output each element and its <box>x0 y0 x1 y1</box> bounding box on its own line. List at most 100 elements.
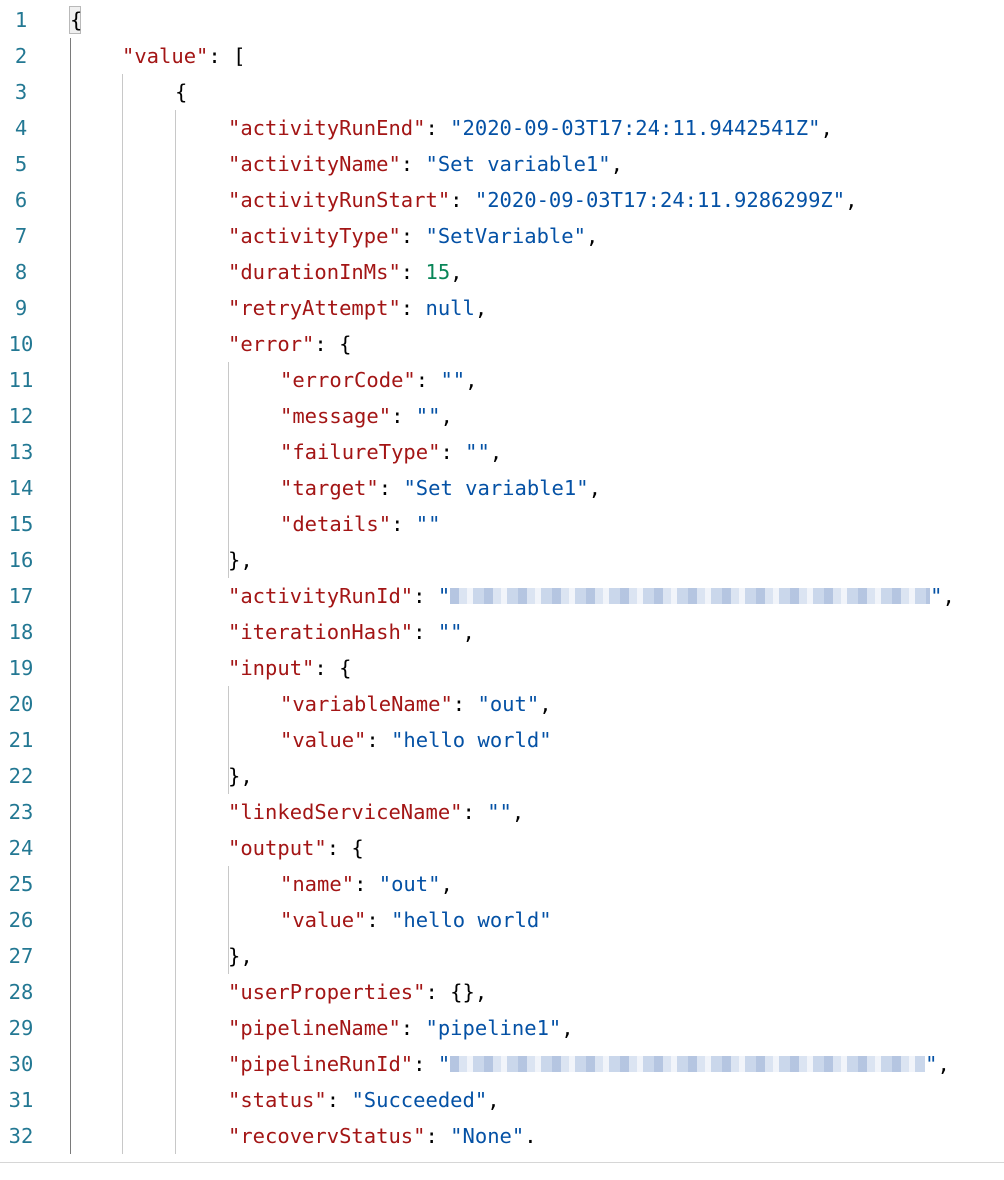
code-line: 10"error": { <box>0 326 1004 362</box>
json-punctuation: , <box>440 404 453 428</box>
line-number: 27 <box>8 944 34 968</box>
json-value: " <box>930 584 943 608</box>
code-line: 2"value": [ <box>0 38 1004 74</box>
json-punctuation: : <box>425 116 451 140</box>
json-key: "activityRunId" <box>228 584 414 608</box>
code-line: 4"activityRunEnd": "2020-09-03T17:24:11.… <box>0 110 1004 146</box>
code-line: 19"input": { <box>0 650 1004 686</box>
line-code: "linkedServiceName": "", <box>228 794 524 830</box>
json-punctuation: : { <box>326 836 364 860</box>
json-key: "activityRunEnd" <box>228 116 426 140</box>
json-key: "activityName" <box>228 152 401 176</box>
indent-guide <box>70 38 71 1154</box>
json-value: "SetVariable" <box>425 224 586 248</box>
line-code: "status": "Succeeded", <box>228 1082 500 1118</box>
line-code: }, <box>228 938 253 974</box>
json-key: "errorCode" <box>280 368 416 392</box>
line-code: "target": "Set variable1", <box>280 470 601 506</box>
line-number: 16 <box>8 548 34 572</box>
line-code: }, <box>228 542 253 578</box>
line-number: 24 <box>8 836 34 860</box>
line-number: 25 <box>8 872 34 896</box>
json-value: "" <box>437 620 463 644</box>
matched-bracket-highlight <box>69 6 81 34</box>
json-value: "" <box>415 404 441 428</box>
json-key: "value" <box>280 908 367 932</box>
line-code: "message": "", <box>280 398 453 434</box>
json-punctuation: , <box>465 368 478 392</box>
json-punctuation: : <box>366 908 392 932</box>
json-key: "output" <box>228 836 327 860</box>
json-punctuation: , <box>610 152 623 176</box>
line-code: "value": "hello world" <box>280 722 552 758</box>
indent-guide <box>228 866 229 974</box>
json-key: "target" <box>280 476 379 500</box>
json-punctuation: : <box>413 584 438 608</box>
json-punctuation: : <box>450 188 475 212</box>
json-punctuation: : <box>400 296 426 320</box>
json-punctuation: : { <box>314 656 352 680</box>
line-code: "input": { <box>228 650 351 686</box>
indent-guide <box>175 110 176 1154</box>
line-number: 20 <box>8 692 34 716</box>
code-line: 13"failureType": "", <box>0 434 1004 470</box>
line-number: 31 <box>8 1088 34 1112</box>
indent-guide <box>228 686 229 794</box>
code-line: 22}, <box>0 758 1004 794</box>
code-line: 11"errorCode": "", <box>0 362 1004 398</box>
line-number: 8 <box>14 260 28 284</box>
line-code: "variableName": "out", <box>280 686 552 722</box>
code-line: 5"activityName": "Set variable1", <box>0 146 1004 182</box>
json-key: "durationInMs" <box>228 260 401 284</box>
line-number: 14 <box>8 476 34 500</box>
code-line: 7 "activityType": "SetVariable", <box>0 218 1004 254</box>
redacted-guid <box>450 588 931 604</box>
line-number: 7 <box>14 224 28 248</box>
json-key: "message" <box>280 404 392 428</box>
json-punctuation: : [ <box>208 44 246 68</box>
json-punctuation: : {}, <box>425 980 488 1004</box>
json-value: "hello world" <box>391 728 552 752</box>
line-code: "retryAttempt": null, <box>228 290 487 326</box>
json-value: "out" <box>477 692 540 716</box>
line-code: "iterationHash": "", <box>228 614 475 650</box>
indent-guide <box>122 74 123 1154</box>
json-value: "Set variable1" <box>403 476 589 500</box>
code-line: 3{ <box>0 74 1004 110</box>
line-number: 22 <box>8 764 34 788</box>
code-line: 8"durationInMs": 15, <box>0 254 1004 290</box>
json-key: "activityType" <box>228 224 401 248</box>
json-key: "name" <box>280 872 355 896</box>
json-punctuation: , <box>845 188 858 212</box>
json-punctuation: : <box>415 368 441 392</box>
json-punctuation: : <box>462 800 488 824</box>
line-number: 23 <box>8 800 34 824</box>
json-value: 15 <box>425 260 451 284</box>
redacted-guid <box>450 1056 926 1072</box>
line-number: 30 <box>8 1052 34 1076</box>
line-number: 28 <box>8 980 34 1004</box>
line-code: "pipelineName": "pipeline1", <box>228 1010 574 1046</box>
json-punctuation: : <box>378 476 404 500</box>
line-code: "activityType": "SetVariable", <box>228 218 598 254</box>
json-punctuation: }, <box>228 944 253 968</box>
json-value: "2020-09-03T17:24:11.9442541Z" <box>450 116 821 140</box>
json-punctuation: , <box>937 1052 950 1076</box>
line-number: 11 <box>8 368 34 392</box>
json-key: "variableName" <box>280 692 453 716</box>
line-code: "userProperties": {}, <box>228 974 487 1010</box>
line-number: 12 <box>8 404 34 428</box>
json-value: " <box>437 1052 451 1076</box>
json-punctuation: , <box>588 476 601 500</box>
line-code: "recovervStatus": "None". <box>228 1118 537 1154</box>
json-value: "" <box>415 512 441 536</box>
json-key: "pipelineRunId" <box>228 1052 414 1076</box>
json-punctuation: : <box>400 152 426 176</box>
code-line: 17"activityRunId": "", <box>0 578 1004 614</box>
code-line: 31 "status": "Succeeded", <box>0 1082 1004 1118</box>
json-punctuation: }, <box>228 548 253 572</box>
line-code: "activityRunStart": "2020-09-03T17:24:11… <box>228 182 857 218</box>
json-punctuation: : <box>413 620 438 644</box>
line-number: 2 <box>14 44 28 68</box>
